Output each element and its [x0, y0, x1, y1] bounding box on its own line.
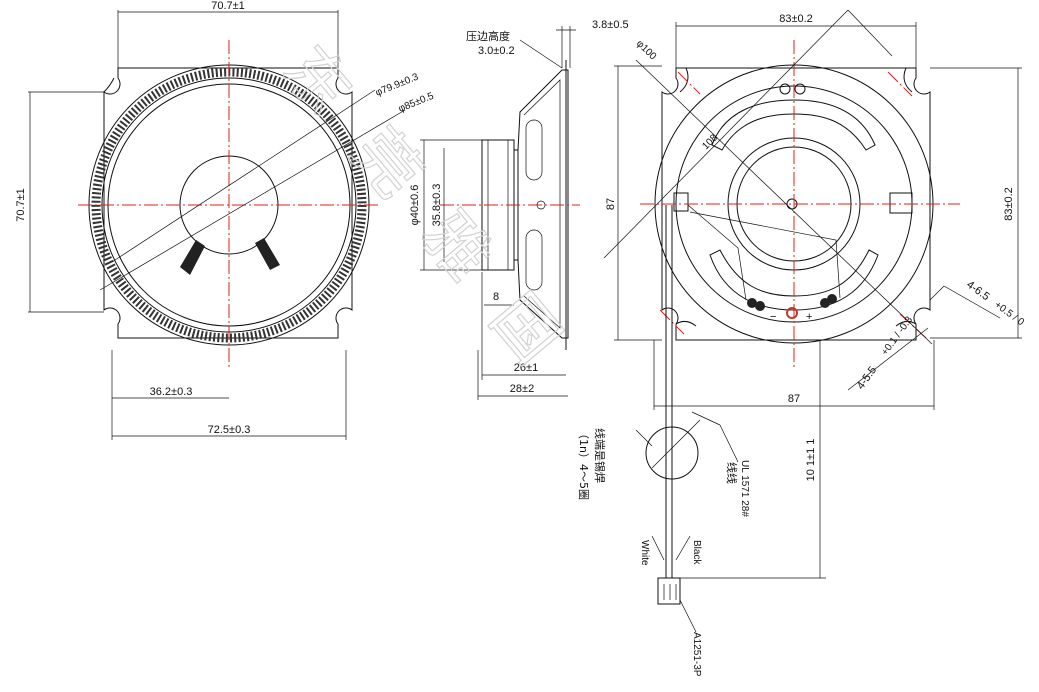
- side-basket: [517, 69, 569, 339]
- front-width-top: 70.7±1: [211, 0, 245, 12]
- front-dia-outer: φ85±0.5: [397, 91, 436, 115]
- rear-vent-1: [779, 83, 791, 95]
- rear-mount-holes: [675, 67, 917, 327]
- wire-black-label: Black: [691, 540, 702, 565]
- rear-vent-2: [794, 83, 806, 95]
- side-depth-1: 26±1: [514, 362, 538, 374]
- rear-frame: [661, 67, 931, 341]
- side-window-top: [525, 119, 543, 181]
- front-view: 70.7±1 70.7±1 φ79.9±0.3 φ85±0.5 36.2±0.3…: [15, 0, 436, 440]
- side-depth-2: 28±2: [510, 383, 534, 395]
- front-frame: [103, 67, 353, 339]
- front-notch-tl: [103, 77, 115, 93]
- side-edge-height-value: 3.0±0.2: [478, 45, 515, 57]
- wire-length: 10 1±1 1: [805, 439, 817, 482]
- rear-width-bottom: 87: [788, 393, 800, 405]
- wire-connector-label: A1251-3P: [691, 632, 702, 677]
- rear-slot-top: [711, 99, 876, 151]
- rear-view: − + 83±0.2 φ100 108 87 83±0.2 4-6.5: [603, 9, 1026, 410]
- side-top-offset: 3.8±0.5: [592, 19, 629, 31]
- rear-terminal-left: [673, 192, 689, 212]
- rear-slot-tol: +0.1 / -0.3: [880, 314, 916, 357]
- wire-connector: [657, 577, 681, 605]
- front-lead-wires: [180, 238, 280, 275]
- rear-height-left: 87: [605, 198, 617, 210]
- rear-width-top: 83±0.2: [779, 13, 813, 25]
- rear-height-right: 83±0.2: [1003, 187, 1015, 221]
- wire-coil: [645, 426, 699, 480]
- wire-cable-spec: UL 1571 28#: [739, 460, 750, 517]
- rear-tab-right: [889, 192, 913, 214]
- wire-note-line2: （1n）4～5圈: [577, 428, 590, 500]
- front-half-width: 36.2±0.3: [150, 386, 193, 398]
- rear-terminal-minus: −: [770, 311, 776, 323]
- side-magnet-dia: φ40±0.6: [409, 185, 421, 226]
- rear-terminals: [687, 204, 841, 319]
- side-magnet-inner: 35.8±0.3: [431, 184, 443, 227]
- wire-assembly: 线端是锡焊 （1n）4～5圈 UL 1571 28# 线线 10 1±1 1 W…: [577, 205, 826, 677]
- wire-white-label: White: [639, 540, 650, 566]
- rear-slot-bottom: [709, 249, 879, 311]
- side-magnet-thick: 8: [493, 291, 499, 303]
- side-view: 压边高度 3.0±0.2 3.8±0.5 φ40±0.6 35.8±0.3 8 …: [409, 19, 629, 400]
- rear-hole-tol: +0.5 / 0: [992, 300, 1026, 329]
- rear-terminal-plus: +: [806, 311, 812, 323]
- rear-hole-spec: 4-6.5: [964, 279, 991, 303]
- side-edge-height-label: 压边高度: [466, 29, 510, 43]
- front-dia-inner: φ79.9±0.3: [374, 71, 421, 98]
- watermark: 东莞雅国: [268, 33, 602, 411]
- front-height-left: 70.7±1: [15, 188, 27, 222]
- rear-dia-100: φ100: [634, 38, 659, 62]
- side-window-bottom: [525, 229, 543, 291]
- wire-note-line1: 线端是锡焊: [593, 428, 607, 483]
- front-overall-width: 72.5±0.3: [208, 424, 251, 436]
- rear-diag-108: 108: [700, 132, 720, 152]
- wire-cable-cn: 线线: [725, 462, 739, 484]
